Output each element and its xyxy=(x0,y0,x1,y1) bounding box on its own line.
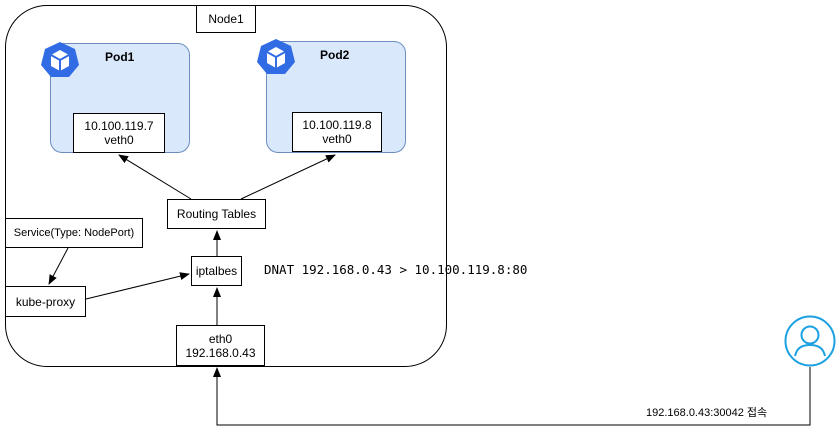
client-access-text: 192.168.0.43:30042 접속 xyxy=(646,407,768,419)
eth0-name: eth0 xyxy=(208,331,233,346)
pod1-title: Pod1 xyxy=(105,50,135,64)
pod2-interface: 10.100.119.8 veth0 xyxy=(292,112,382,152)
arrow-routing-to-pod1 xyxy=(118,154,192,200)
eth0-box: eth0 192.168.0.43 xyxy=(176,325,265,366)
kube-proxy-box: kube-proxy xyxy=(5,286,86,317)
kubernetes-pod-icon xyxy=(40,41,80,79)
arrow-client-to-eth0 xyxy=(213,367,811,426)
node-label: Node1 xyxy=(196,5,256,33)
arrow-service-to-kubeproxy xyxy=(48,247,69,285)
dnat-rule-text: DNAT 192.168.0.43 > 10.100.119.8:80 xyxy=(264,262,528,277)
kube-proxy-label: kube-proxy xyxy=(15,294,76,309)
pod1-ip: 10.100.119.7 xyxy=(84,119,154,133)
pod2-ip: 10.100.119.8 xyxy=(302,118,372,132)
iptables-label: iptalbes xyxy=(195,264,238,278)
node-label-text: Node1 xyxy=(208,12,244,26)
arrow-routing-to-pod2 xyxy=(240,154,336,200)
routing-tables-box: Routing Tables xyxy=(167,199,266,229)
pod2-title: Pod2 xyxy=(320,48,350,62)
kubernetes-pod-icon xyxy=(256,38,296,76)
pod1-veth: veth0 xyxy=(104,133,134,147)
eth0-ip: 192.168.0.43 xyxy=(185,345,256,360)
pod2-veth: veth0 xyxy=(322,132,352,146)
service-label: Service(Type: NodePort) xyxy=(13,227,135,239)
iptables-box: iptalbes xyxy=(191,256,242,286)
arrow-kubeproxy-to-iptables xyxy=(85,272,190,300)
user-icon xyxy=(784,315,836,367)
service-box: Service(Type: NodePort) xyxy=(5,218,143,248)
pod1-interface: 10.100.119.7 veth0 xyxy=(73,113,165,153)
routing-tables-label: Routing Tables xyxy=(176,207,257,221)
